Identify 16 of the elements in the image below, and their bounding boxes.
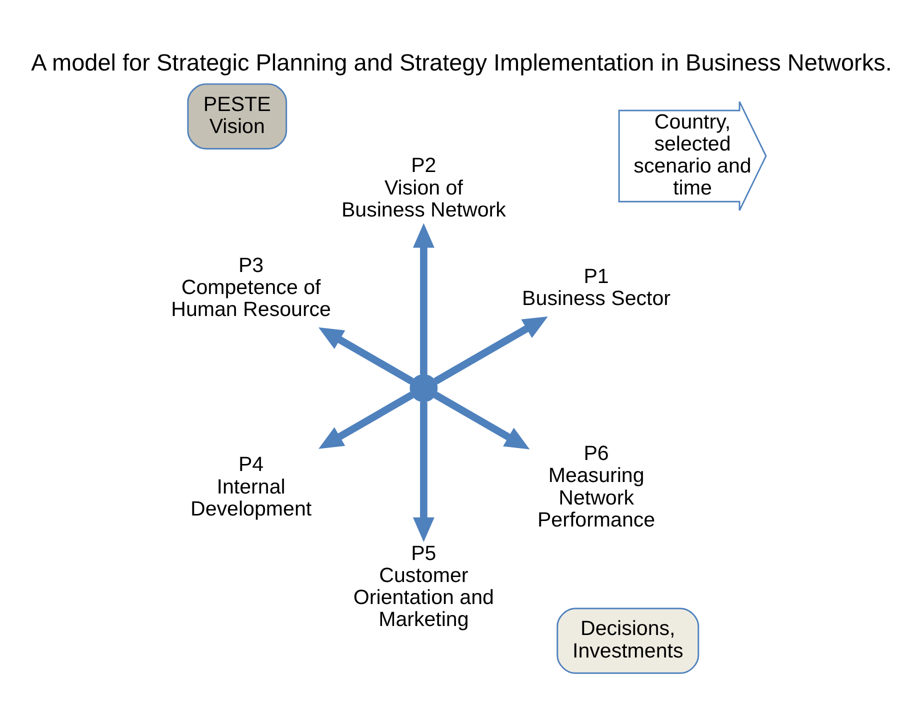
arrow <box>412 222 434 374</box>
node-box: Decisions, Investments <box>556 607 700 674</box>
arrow <box>318 391 414 448</box>
arrow <box>434 391 530 449</box>
node-box: PESTE Vision <box>187 82 288 149</box>
arrow <box>434 316 548 384</box>
node-text: P3 Competence of Human Resource <box>171 253 331 320</box>
diagram-title: A model for Strategic Planning and Strategy Implementation in Business Networks. <box>31 49 892 76</box>
node-text: P1 Business Sector <box>522 264 671 310</box>
arrow <box>318 326 414 384</box>
node-circle <box>410 374 438 402</box>
node-text: P2 Vision of Business Network <box>341 154 506 221</box>
node-text: P5 Customer Orientation and Marketing <box>353 541 494 630</box>
arrow <box>412 401 434 542</box>
node-text: P4 Internal Development <box>190 452 312 520</box>
node-text: P6 Measuring Network Performance <box>537 442 656 531</box>
